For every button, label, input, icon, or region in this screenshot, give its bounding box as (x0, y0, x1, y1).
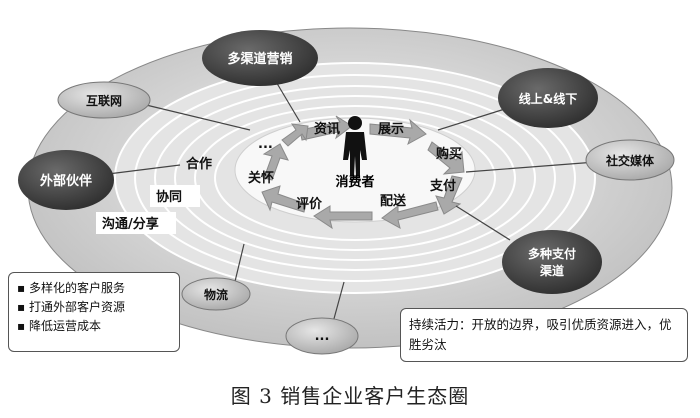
multi-payment-label-line1: 多种支付 (528, 246, 576, 261)
ring-label-display: 展示 (378, 122, 404, 137)
social-media-label: 社交媒体 (605, 153, 655, 168)
benefit-item: ▪ 降低运营成本 (17, 319, 101, 333)
ring-label-payment: 支付 (429, 178, 456, 194)
online-offline-label: 线上&线下 (519, 91, 577, 106)
ellipsis-label: ... (315, 329, 330, 344)
ring-label-info: 资讯 (314, 121, 340, 137)
internet-label: 互联网 (86, 94, 122, 108)
online-offline-node (498, 68, 598, 128)
benefit-item: ▪ 打通外部客户资源 (17, 300, 125, 314)
ring-label-review: 评价 (296, 197, 323, 212)
vitality-box: 持续活力：开放的边界，吸引优质资源进入，优胜劣汰 (400, 308, 688, 362)
vitality-text: 持续活力：开放的边界，吸引优质资源进入，优胜劣汰 (409, 317, 672, 352)
benefit-item: ▪ 多样化的客户服务 (17, 281, 125, 295)
figure-caption: 图 3 销售企业客户生态圈 (230, 384, 470, 408)
cycle-arrows (261, 115, 465, 230)
partners-label: 外部伙伴 (39, 173, 92, 189)
multichannel-label: 多渠道营销 (227, 51, 292, 67)
ring-label-purchase: 购买 (436, 146, 462, 162)
step-collaborate: 协同 (156, 189, 182, 205)
multi-payment-node (502, 230, 602, 294)
ellipsis-node (285, 317, 359, 355)
ring-label-care: 关怀 (248, 170, 274, 186)
partners-node (18, 150, 114, 210)
social-media-node (585, 139, 675, 181)
ring-label-delivery: 配送 (380, 193, 407, 209)
internet-node (57, 81, 151, 119)
benefits-box: ▪ 多样化的客户服务 ▪ 打通外部客户资源 ▪ 降低运营成本 (8, 272, 180, 352)
consumer-person-icon (343, 116, 367, 176)
ring-label-cooperation: 合作 (186, 156, 212, 172)
center-label: 消费者 (335, 174, 374, 190)
step-communicate-share: 沟通/分享 (102, 216, 159, 232)
logistics-label: 物流 (204, 287, 228, 302)
multi-payment-label-line2: 渠道 (540, 263, 564, 278)
multichannel-node (202, 30, 318, 86)
logistics-node (181, 277, 251, 311)
ring-label-ellipsis: ... (258, 137, 273, 152)
